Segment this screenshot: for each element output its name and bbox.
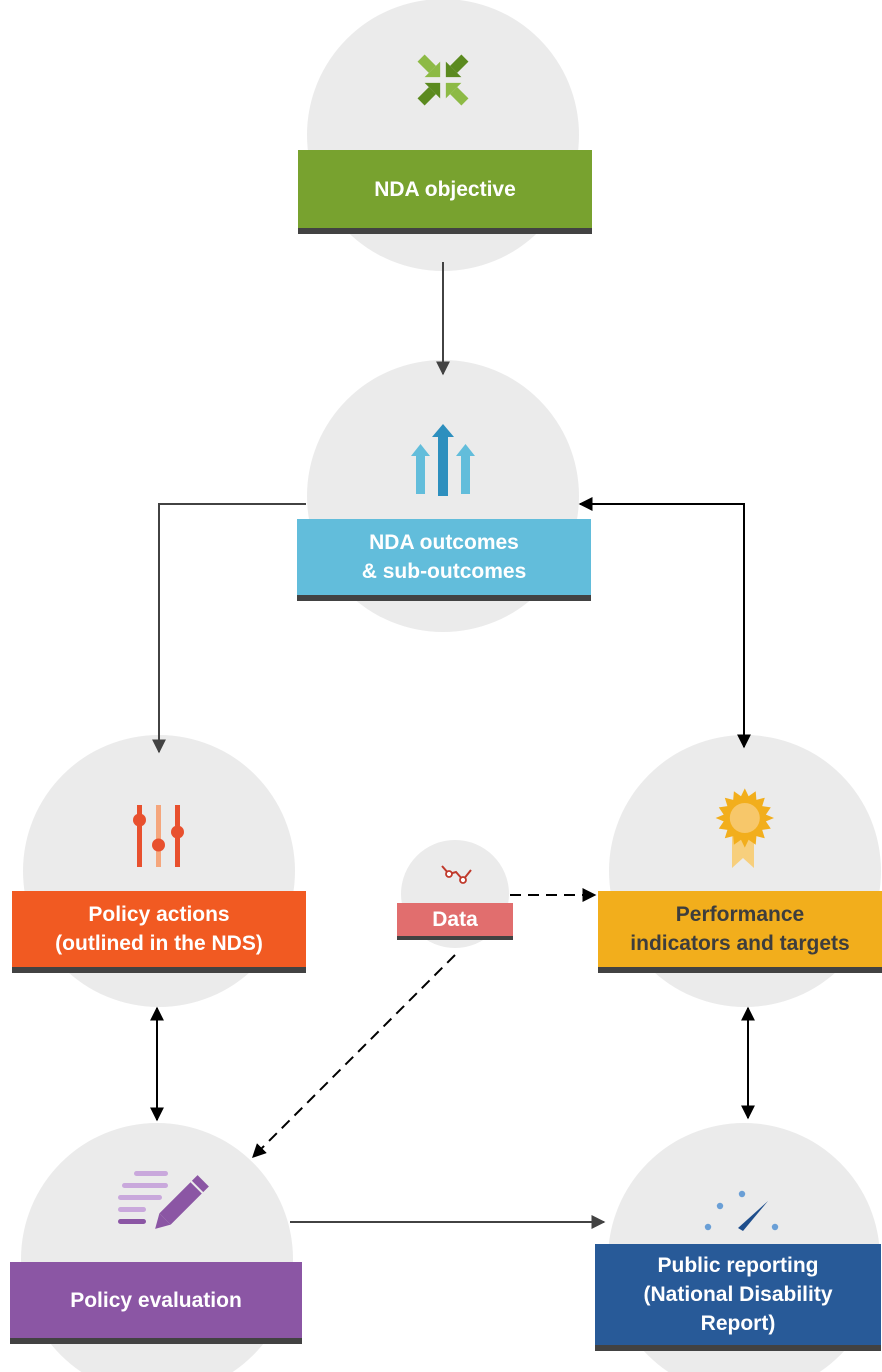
performance-label: Performance indicators and targets — [598, 891, 882, 973]
connector-outcomes-to-policy-actions — [152, 503, 306, 754]
public-reporting-line-1: Public reporting — [657, 1254, 819, 1277]
nda-outcomes-line-1: NDA outcomes — [369, 531, 519, 554]
policy-evaluation-label: Policy evaluation — [10, 1262, 302, 1344]
public-reporting-line-2: (National Disability — [643, 1283, 833, 1306]
data-label: Data — [397, 903, 513, 940]
gauge-icon — [704, 1190, 779, 1231]
award-ribbon-icon — [715, 788, 774, 868]
policy-evaluation-text: Policy evaluation — [70, 1288, 242, 1312]
performance-line-2: indicators and targets — [630, 932, 850, 955]
nda-objective-label: NDA objective — [298, 150, 592, 234]
rising-arrows-icon — [411, 424, 475, 496]
data-text: Data — [432, 908, 478, 931]
policy-actions-line-1: Policy actions — [88, 903, 230, 926]
nda-outcomes-label: NDA outcomes & sub-outcomes — [297, 519, 591, 601]
public-reporting-line-3: Report) — [700, 1312, 776, 1335]
nda-outcomes-line-2: & sub-outcomes — [361, 560, 527, 583]
connector-outcomes-performance — [578, 497, 751, 749]
policy-actions-label: Policy actions (outlined in the NDS) — [12, 891, 306, 973]
connector-data-to-evaluation — [252, 954, 456, 1158]
line-chart-icon — [441, 865, 472, 884]
performance-line-1: Performance — [675, 903, 805, 926]
sliders-icon — [133, 805, 184, 867]
policy-actions-line-2: (outlined in the NDS) — [55, 932, 263, 955]
list-pencil-icon — [118, 1171, 209, 1229]
public-reporting-label: Public reporting (National Disability Re… — [595, 1244, 881, 1351]
nda-objective-text: NDA objective — [374, 177, 516, 201]
